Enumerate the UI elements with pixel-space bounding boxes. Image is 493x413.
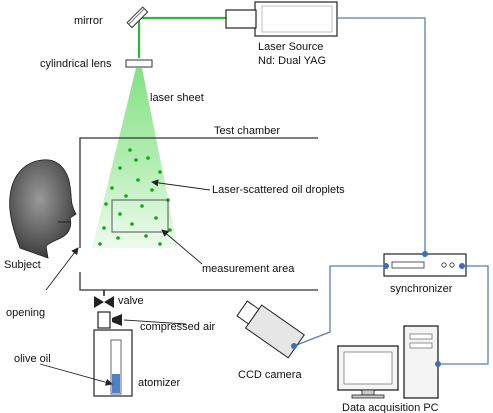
compressed-air-label: compressed air [140,321,216,333]
oil-droplets [98,148,172,246]
measurement-area-box [111,199,169,233]
ccd-camera-label: CCD camera [238,369,302,381]
signal-nodes [291,251,465,367]
data-pc-label: Data acquisition PC [342,402,439,413]
signal-wires [293,17,489,365]
test-chamber [79,137,318,291]
cylindrical-lens-icon [125,59,153,68]
synchronizer-label: synchronizer [390,283,453,295]
monitor-icon [337,345,399,399]
test-chamber-label: Test chamber [214,125,280,137]
human-head-icon [9,159,77,259]
atomizer-icon [93,311,133,397]
olive-oil-label: olive oil [14,353,51,365]
valve-label: valve [118,295,144,307]
valve-icon [94,290,114,308]
cylindrical-lens-label: cylindrical lens [40,58,112,70]
laser-source-icon [225,1,338,37]
laser-model-label: Nd: Dual YAG [258,55,326,67]
synchronizer-icon [383,253,467,277]
laser-sheet-label: laser sheet [150,92,204,104]
laser-source-label: Laser Source [258,41,323,53]
laser-sheet [92,68,178,248]
opening-label: opening [6,307,45,319]
droplets-label: Laser-scattered oil droplets [212,184,345,196]
mirror-icon [126,6,149,29]
subject-label: Subject [4,259,41,271]
atomizer-label: atomizer [138,377,181,389]
mirror-label: mirror [74,15,103,27]
measurement-area-label: measurement area [202,263,295,275]
pc-tower-icon [403,325,439,399]
